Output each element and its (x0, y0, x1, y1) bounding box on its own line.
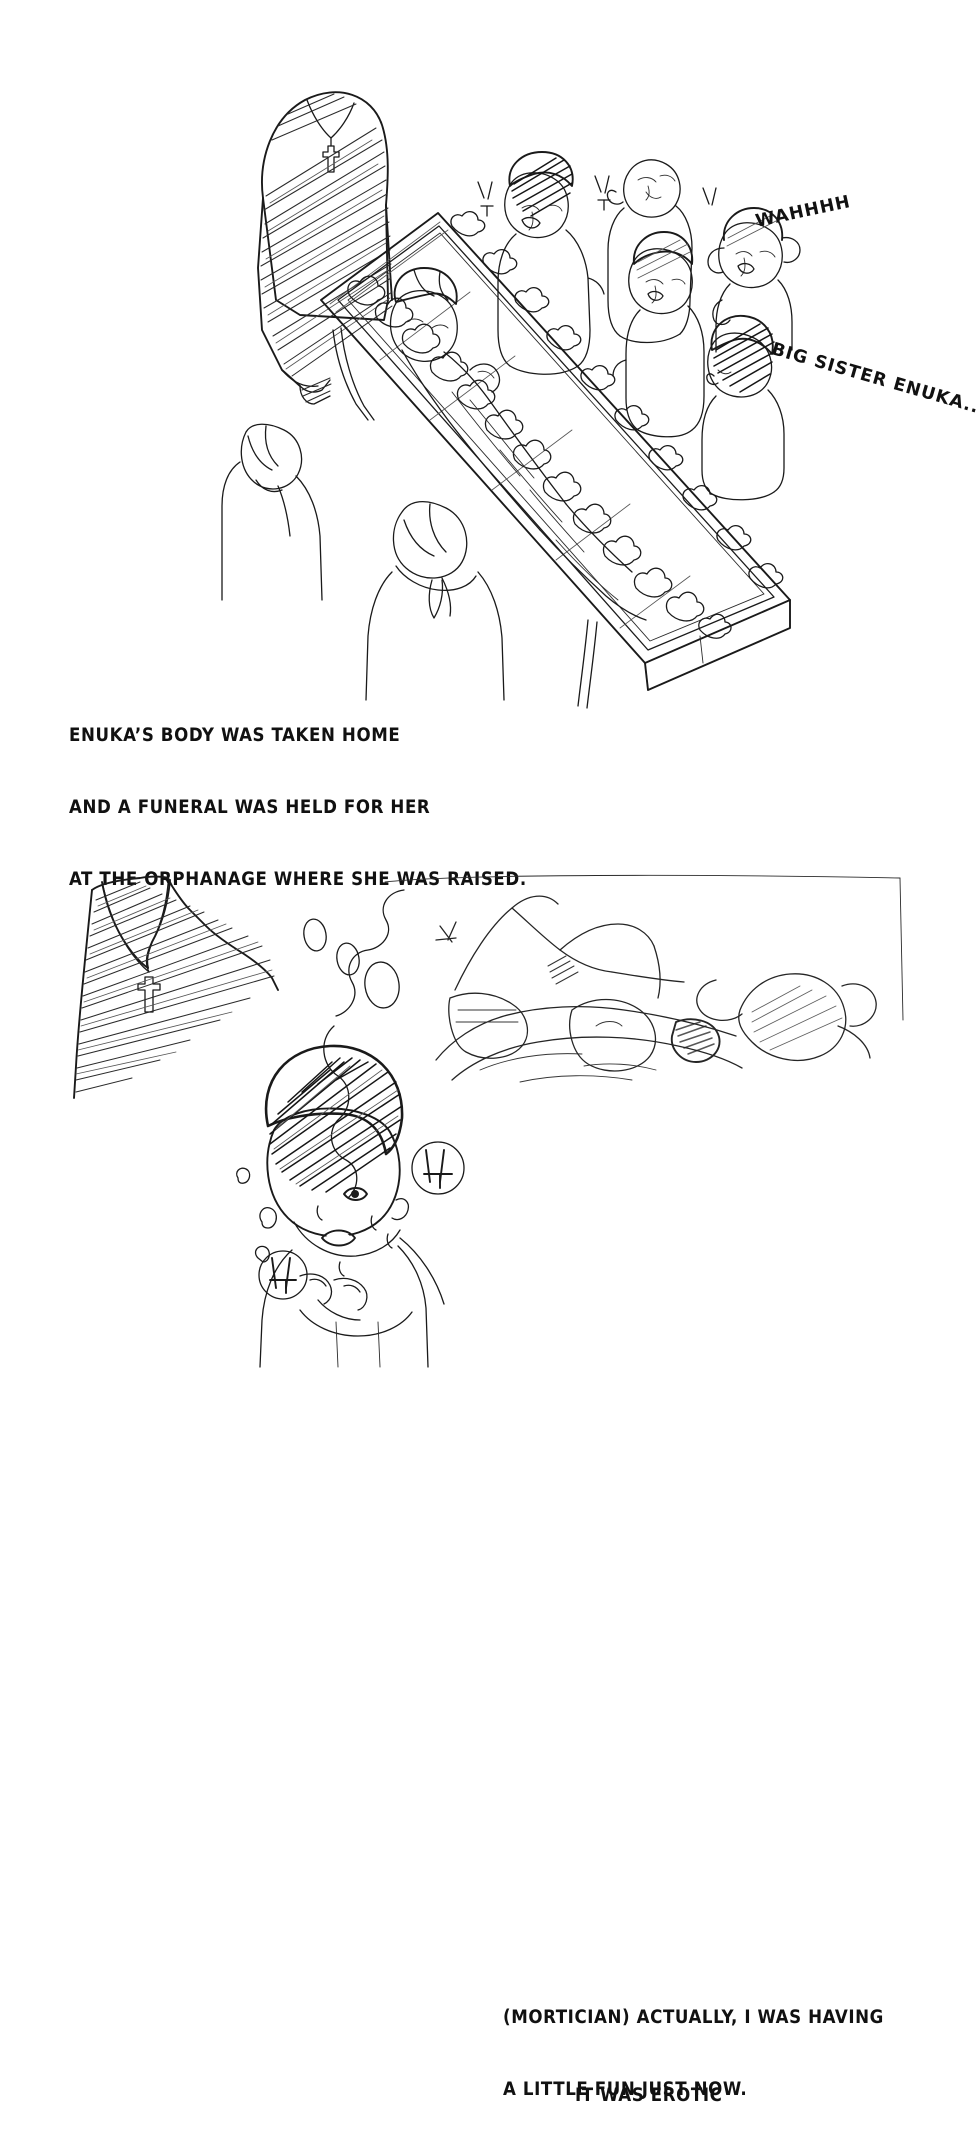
dialogue-wahhh: WAHHHH (753, 192, 853, 232)
mortician-artwork (73, 874, 904, 1368)
back-figure-left (221, 423, 323, 601)
back-figure-scarf (365, 501, 505, 701)
coffin (320, 210, 791, 691)
dialogue-it-was-erotic: IT WAS EROTIC (575, 2036, 722, 2156)
priest-figure (257, 91, 393, 405)
flower-bed (347, 275, 732, 639)
caption-funeral: ENUKA’S BODY WAS TAKEN HOME AND A FUNERA… (69, 676, 527, 941)
crying-boy-dark-hair (497, 151, 605, 375)
mortician-torso (73, 875, 279, 1099)
thought-panel-sketch (435, 895, 877, 1083)
cross-pendant-mortician (137, 976, 161, 1013)
caption-line-1: ENUKA’S BODY WAS TAKEN HOME (69, 725, 401, 747)
panel-funeral-scene: WAHHHH BIG SISTER ENUKA... ENUKA’S BODY … (0, 0, 979, 890)
dialogue-erotic-line: IT WAS EROTIC (575, 2085, 723, 2107)
deceased-body (389, 267, 647, 621)
table-legs (332, 327, 598, 709)
sob-marks (477, 175, 717, 217)
funeral-artwork (221, 91, 801, 709)
comic-page: WAHHHH BIG SISTER ENUKA... ENUKA’S BODY … (0, 0, 979, 2107)
thought-panel-frame (384, 874, 904, 1021)
cross-pendant (322, 145, 340, 173)
caption-line-2: AND A FUNERAL WAS HELD FOR HER (69, 797, 431, 819)
caption-mortician-line-1: (MORTICIAN) ACTUALLY, I WAS HAVING (503, 2007, 884, 2029)
thought-bubble-trail (303, 889, 405, 1199)
shocked-boy (236, 1044, 465, 1368)
crying-girl-ponytail (707, 207, 801, 353)
panel-mortician-confession: (MORTICIAN) ACTUALLY, I WAS HAVING A LIT… (0, 830, 979, 2106)
crying-child-hatched-hair (701, 315, 785, 501)
shock-mark-right (411, 1141, 465, 1195)
flower-bed-right (450, 210, 784, 589)
mourner-bald (606, 159, 693, 344)
crying-child-bowl-cut (612, 231, 705, 438)
dialogue-big-sister-enuka: BIG SISTER ENUKA... (769, 339, 979, 420)
sweat-drops (236, 1167, 393, 1277)
shock-mark-left (258, 1250, 308, 1300)
